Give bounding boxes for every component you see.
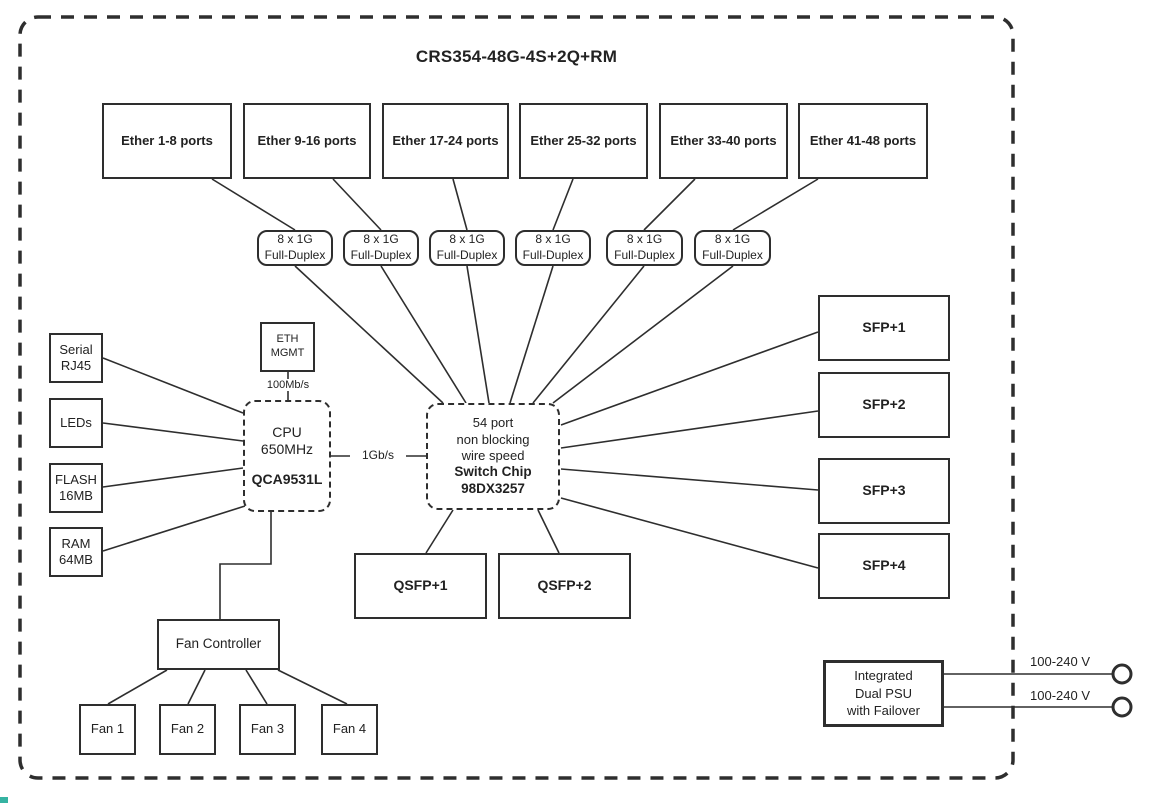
psu-line2: Dual PSU — [854, 685, 913, 701]
phy-line2: Full-Duplex — [522, 248, 584, 262]
phy-line1: 8 x 1G — [714, 232, 751, 247]
psu-voltage-label-2: 100-240 V — [1030, 688, 1090, 703]
ether-group-box-4: Ether 25-32 ports — [519, 103, 648, 179]
fan-controller-box: Fan Controller — [157, 619, 280, 670]
ether-group-box-3: Ether 17-24 ports — [382, 103, 509, 179]
periph-line2: 16MB — [59, 488, 93, 503]
qsfp1-box: QSFP+1 — [354, 553, 487, 619]
psu-voltage-label-1: 100-240 V — [1030, 654, 1090, 669]
ether-group-box-5: Ether 33-40 ports — [659, 103, 788, 179]
ether-group-box-6: Ether 41-48 ports — [798, 103, 928, 179]
periph-line1: RAM — [61, 535, 91, 551]
phy-line1: 8 x 1G — [626, 232, 663, 247]
psu-line1: Integrated — [854, 668, 913, 684]
ether-group-box-1: Ether 1-8 ports — [102, 103, 232, 179]
phy-line1: 8 x 1G — [277, 232, 313, 247]
switch-chip-model: 98DX3257 — [461, 480, 525, 496]
ether-group-label: Ether 41-48 ports — [809, 132, 917, 148]
diagram-title: CRS354-48G-4S+2Q+RM — [415, 47, 618, 66]
fan1-box: Fan 1 — [79, 704, 136, 755]
switch-chip-box: 54 port non blocking wire speed Switch C… — [426, 403, 560, 510]
leds-box: LEDs — [49, 398, 103, 448]
periph-line1: LEDs — [60, 414, 92, 430]
ether-group-label: Ether 17-24 ports — [392, 132, 499, 148]
switch-chip-line2: non blocking — [456, 431, 530, 447]
cpu-clock: 650MHz — [260, 441, 314, 458]
switch-chip-name: Switch Chip — [454, 464, 532, 479]
ether-group-label: Ether 25-32 ports — [530, 132, 637, 148]
fan3-box: Fan 3 — [239, 704, 296, 755]
phy-line2: Full-Duplex — [702, 248, 763, 262]
switch-chip-line3: wire speed — [461, 447, 525, 463]
eth-mgmt-speed-label: 100Mb/s — [260, 379, 316, 392]
ether-group-box-2: Ether 9-16 ports — [243, 103, 371, 179]
power-inlet-1 — [1111, 663, 1133, 685]
connector-lines — [102, 178, 1112, 708]
fan2-box: Fan 2 — [159, 704, 216, 755]
phy-line2: Full-Duplex — [614, 248, 675, 262]
ether-group-label: Ether 1-8 ports — [121, 132, 213, 148]
fan4-box: Fan 4 — [321, 704, 378, 755]
periph-line2: 64MB — [59, 552, 93, 567]
sfp4-box: SFP+4 — [818, 533, 950, 599]
phy-line2: Full-Duplex — [436, 248, 498, 262]
eth-mgmt-line2: MGMT — [270, 347, 305, 359]
cpu-switch-speed-label: 1Gb/s — [350, 448, 406, 463]
sfp1-box: SFP+1 — [818, 295, 950, 361]
sfp2-box: SFP+2 — [818, 372, 950, 438]
periph-line1: Serial — [59, 341, 93, 357]
ether-group-label: Ether 33-40 ports — [670, 132, 777, 148]
ether-group-label: Ether 9-16 ports — [257, 132, 357, 148]
phy-line1: 8 x 1G — [535, 232, 571, 247]
chassis-dashed-border — [18, 15, 1015, 780]
phy-line1: 8 x 1G — [449, 232, 485, 247]
cpu-model: QCA9531L — [251, 470, 323, 487]
cpu-label: CPU — [272, 423, 302, 440]
sfp3-box: SFP+3 — [818, 458, 950, 524]
phy-line2: Full-Duplex — [264, 248, 326, 262]
psu-box: Integrated Dual PSU with Failover — [823, 660, 944, 727]
switch-chip-line1: 54 port — [472, 415, 514, 431]
periph-line2: RJ45 — [60, 358, 92, 373]
power-inlet-2 — [1111, 696, 1133, 718]
eth-mgmt-line1: ETH — [276, 333, 299, 346]
corner-artifact — [0, 797, 8, 803]
periph-line1: FLASH — [55, 471, 97, 487]
cpu-box: CPU 650MHz QCA9531L — [243, 400, 331, 512]
phy-line1: 8 x 1G — [363, 232, 399, 247]
psu-line3: with Failover — [847, 703, 920, 719]
phy-line2: Full-Duplex — [350, 248, 412, 262]
qsfp2-box: QSFP+2 — [498, 553, 631, 619]
